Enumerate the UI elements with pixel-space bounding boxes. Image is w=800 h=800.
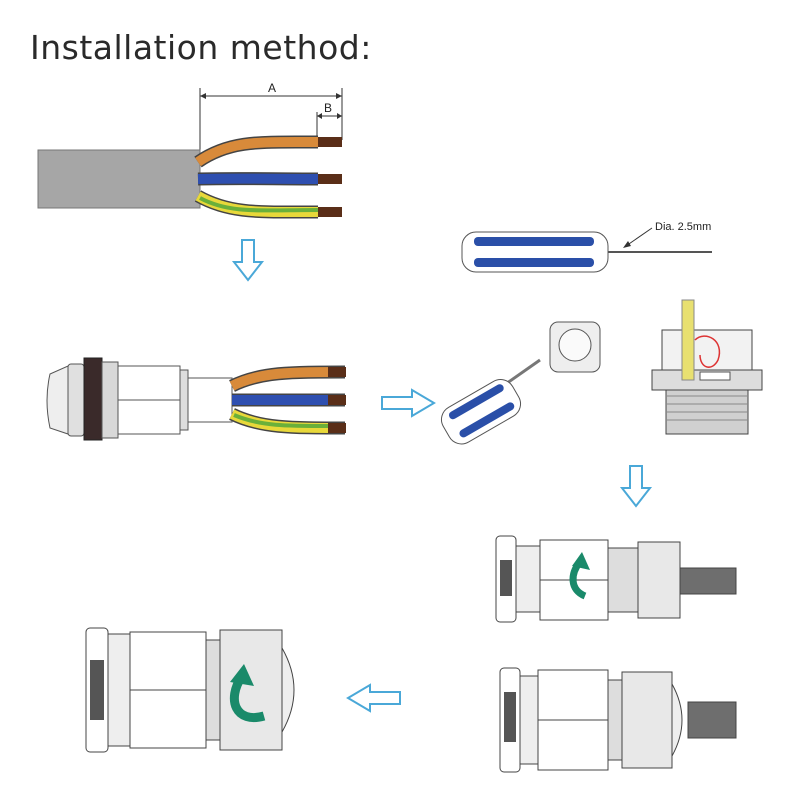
down-arrow-icon bbox=[233, 239, 263, 281]
conductor-tip bbox=[318, 207, 342, 217]
screwdriver-insert-step bbox=[440, 321, 601, 445]
brown-wire bbox=[195, 136, 319, 167]
down-arrow-icon bbox=[621, 465, 651, 507]
conductor-tip bbox=[318, 174, 342, 184]
conductor-tip bbox=[318, 137, 342, 147]
dimension-b-label: B bbox=[324, 101, 332, 115]
left-arrow-icon bbox=[347, 684, 401, 712]
brand-mark bbox=[500, 560, 512, 596]
final-tighten-step bbox=[85, 627, 295, 753]
page-title: Installation method: bbox=[30, 28, 372, 67]
screwdriver: Dia. 2.5mm bbox=[461, 221, 712, 273]
stripped-cable-step: A B bbox=[37, 81, 343, 219]
diameter-label: Dia. 2.5mm bbox=[655, 221, 711, 233]
cable-through-gland-step bbox=[46, 357, 346, 441]
dimension-a-label: A bbox=[268, 81, 276, 95]
cable-sheath bbox=[37, 149, 201, 209]
assembly-rotate-step bbox=[495, 535, 737, 623]
assembly-final-step bbox=[499, 667, 737, 773]
terminal-cross-section bbox=[651, 299, 763, 435]
right-arrow-icon bbox=[381, 389, 435, 417]
